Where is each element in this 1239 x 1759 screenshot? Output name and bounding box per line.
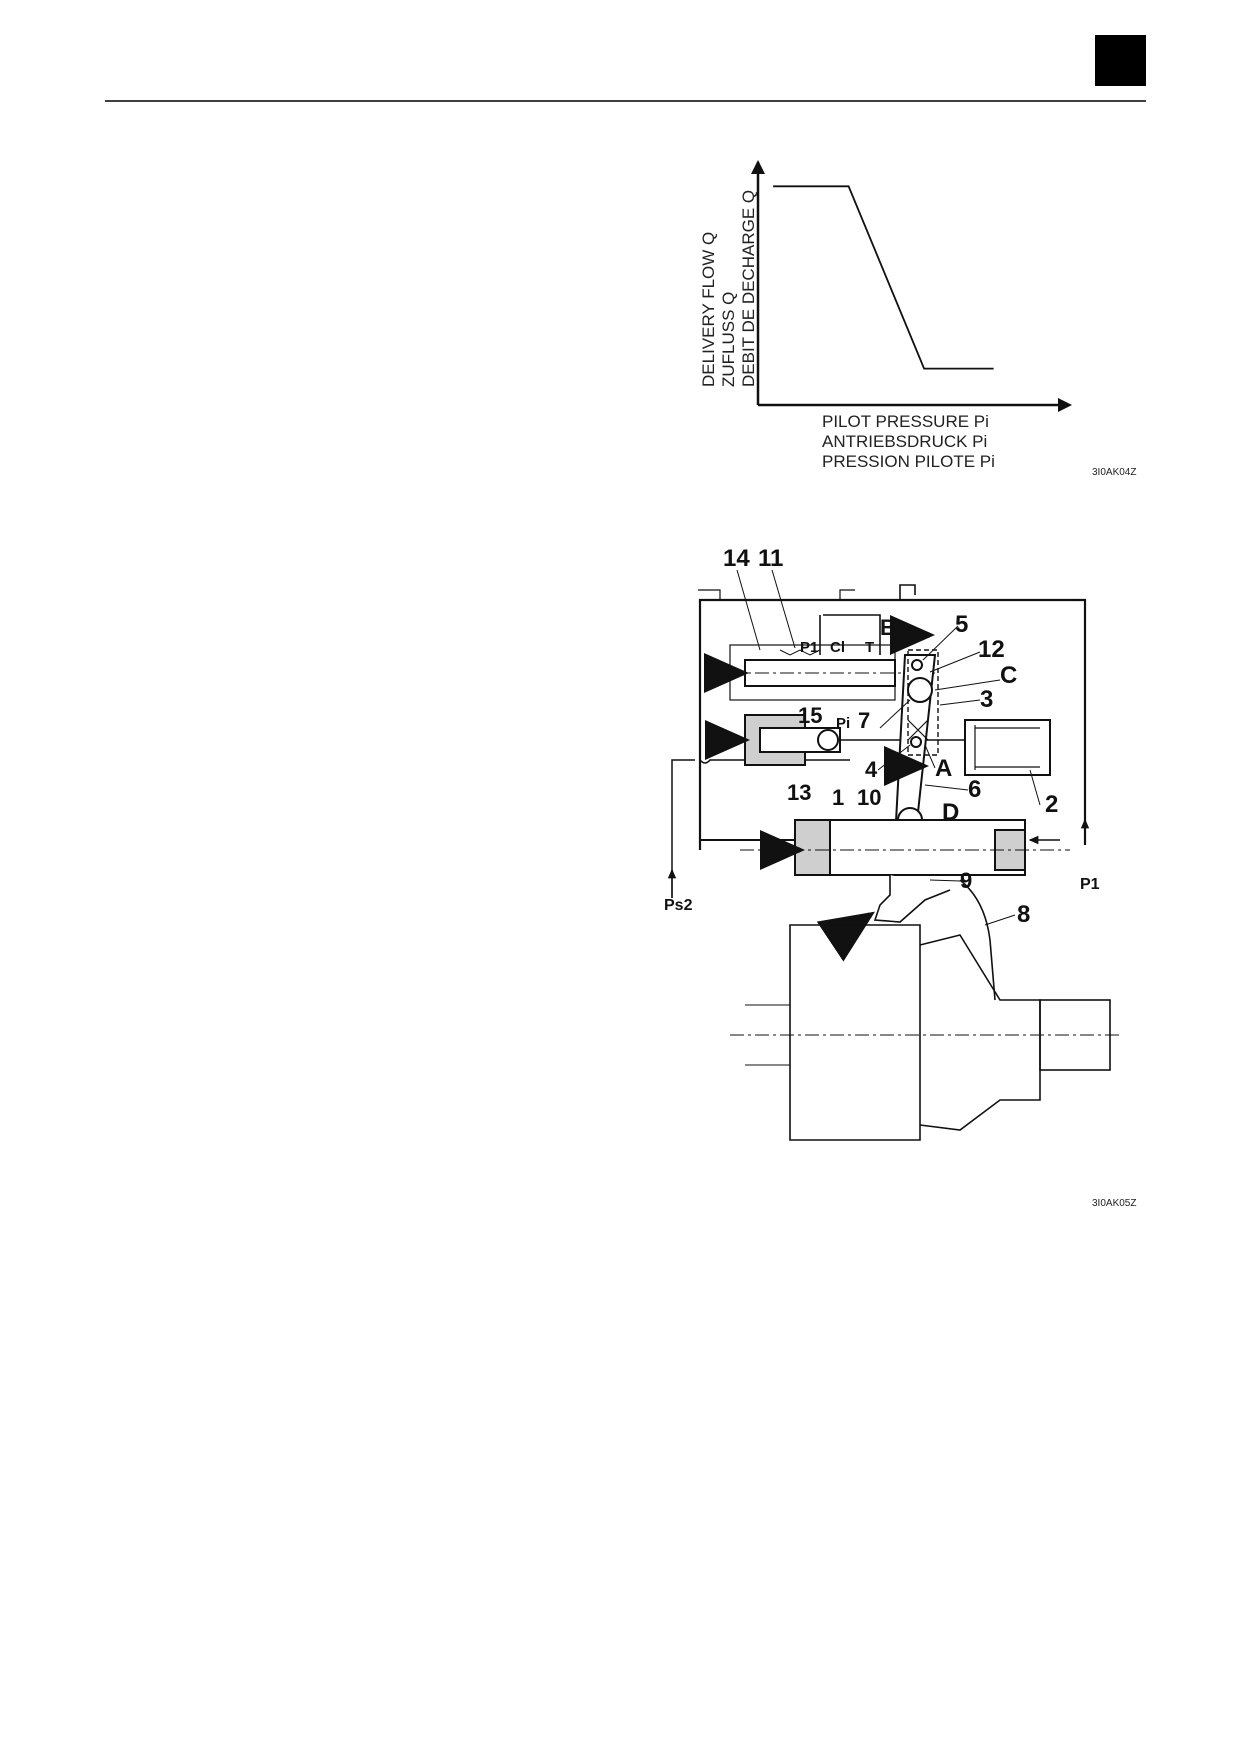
- pin-a: [910, 736, 922, 748]
- spring-cylinder-detail: [974, 725, 1040, 770]
- ps2-line: [671, 759, 695, 898]
- callout-14: 14: [723, 545, 750, 572]
- pump-cylinder-block: [919, 934, 1041, 1131]
- pin-c: [907, 677, 933, 703]
- callout-6: 6: [968, 776, 981, 803]
- callout-b: B: [880, 615, 896, 640]
- diagram-labels: 14 11 5 12 C 3 B P1 Cl T 15 Pi 7 4 A 6 2…: [664, 545, 1100, 928]
- x-axis-label-line-2: ANTRIEBSDRUCK Pi: [822, 432, 987, 451]
- ps2-crossover: [699, 759, 850, 764]
- callout-12: 12: [978, 636, 1005, 663]
- callout-1: 1: [832, 785, 844, 810]
- tank-lines: [819, 584, 916, 655]
- callout-a: A: [935, 755, 952, 782]
- leader-lines: [736, 569, 1041, 926]
- top-right-return: [1075, 599, 1086, 610]
- servo-piston: [794, 819, 1026, 876]
- y-axis-label-line-2: ZUFLUSS Q: [719, 292, 738, 387]
- y-axis-arrow-icon: [751, 160, 765, 174]
- swash-plate-arm: [959, 879, 996, 1001]
- top-left-return: [698, 589, 721, 600]
- callout-d: D: [942, 799, 959, 826]
- pump-casing: [789, 924, 921, 1141]
- x-axis-arrow-icon: [1058, 398, 1072, 412]
- chart-figure-code: 3I0AK04Z: [1092, 467, 1136, 478]
- x-axis-label-line-3: PRESSION PILOTE Pi: [822, 452, 995, 471]
- callout-4: 4: [865, 757, 878, 782]
- cross-pivot: [907, 719, 929, 741]
- flow-series-line: [773, 185, 994, 370]
- callout-t: T: [865, 639, 874, 656]
- regulator-diagram: [667, 584, 1120, 1141]
- callout-15: 15: [798, 703, 822, 728]
- y-axis-label: DELIVERY FLOW Q ZUFLUSS Q DEBIT DE DECHA…: [699, 190, 758, 387]
- swash-link: [873, 875, 951, 923]
- y-axis-label-line-1: DELIVERY FLOW Q: [699, 232, 718, 387]
- pin-b: [911, 659, 923, 671]
- x-axis-label-line-1: PILOT PRESSURE Pi: [822, 412, 989, 431]
- callout-7: 7: [858, 708, 870, 733]
- callout-pi: Pi: [836, 715, 850, 732]
- callout-cl: Cl: [830, 639, 845, 656]
- callout-c: C: [1000, 662, 1017, 689]
- servo-spring: [779, 649, 821, 656]
- callout-2: 2: [1045, 791, 1058, 818]
- y-axis-label-line-3: DEBIT DE DECHARGE Q: [739, 190, 758, 387]
- callout-13: 13: [787, 780, 811, 805]
- callout-3: 3: [980, 686, 993, 713]
- callout-p1: P1: [1080, 876, 1100, 893]
- servo-piston-large-end: [794, 819, 831, 876]
- diagram-figure-code: 3I0AK05Z: [1092, 1198, 1136, 1209]
- callout-9: 9: [960, 868, 972, 893]
- callout-10: 10: [857, 785, 881, 810]
- spring-cylinder: [964, 719, 1051, 776]
- pilot-piston-ball: [817, 729, 839, 751]
- callout-11: 11: [758, 545, 783, 572]
- callout-5: 5: [955, 611, 968, 638]
- callout-8: 8: [1017, 901, 1030, 928]
- section-tab: [1095, 35, 1146, 86]
- small-return-line: [839, 589, 855, 600]
- callout-ps2: Ps2: [664, 897, 693, 914]
- outer-pilot-line: [698, 598, 1087, 850]
- flow-pressure-chart: DELIVERY FLOW Q ZUFLUSS Q DEBIT DE DECHA…: [699, 160, 1136, 478]
- callout-p1-top: P1: [800, 639, 818, 656]
